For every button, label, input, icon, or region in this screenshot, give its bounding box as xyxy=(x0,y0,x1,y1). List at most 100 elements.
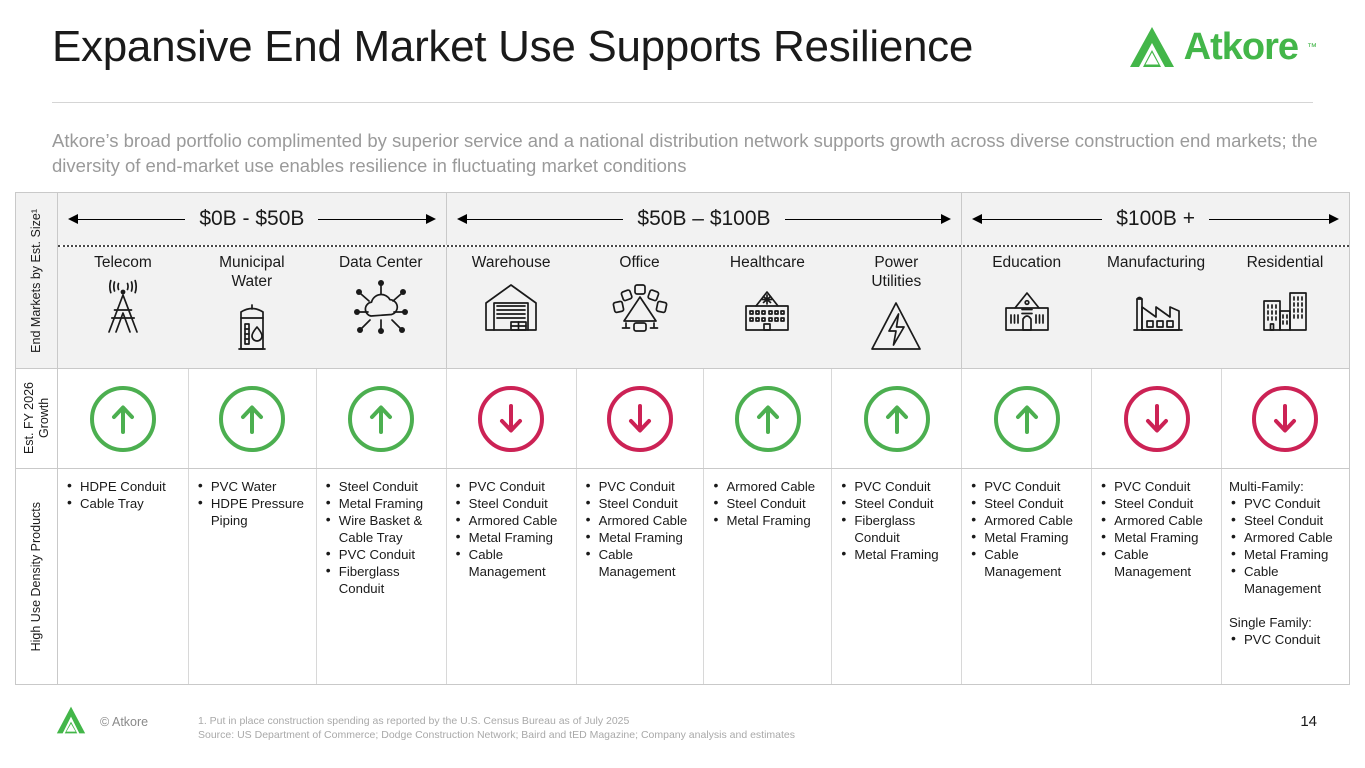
product-item: Armored Cable xyxy=(1229,528,1342,546)
product-group-gap xyxy=(1229,597,1342,614)
product-item: Steel Conduit xyxy=(324,477,439,495)
growth-cell xyxy=(961,369,1091,468)
product-item: Fiberglass Conduit xyxy=(839,511,954,546)
size-band-2: $50B – $100B xyxy=(445,193,962,245)
product-item: Armored Cable xyxy=(711,477,824,495)
products-cell: PVC WaterHDPE Pressure Piping xyxy=(187,469,316,684)
band-arrow-right-icon xyxy=(312,213,437,225)
product-item: PVC Conduit xyxy=(584,477,697,495)
product-list: PVC ConduitSteel ConduitArmored CableMet… xyxy=(969,477,1084,580)
product-item: Wire Basket & Cable Tray xyxy=(324,511,439,546)
product-item: PVC Conduit xyxy=(1099,477,1214,495)
footnote-source: Source: US Department of Commerce; Dodge… xyxy=(198,728,796,741)
product-item: Metal Framing xyxy=(969,528,1084,546)
end-market-name: Power Utilities xyxy=(871,254,922,290)
product-item: Steel Conduit xyxy=(1229,511,1342,529)
products-cell: PVC ConduitSteel ConduitArmored CableMet… xyxy=(961,469,1091,684)
growth-circle-up xyxy=(89,385,156,452)
product-list: PVC Conduit xyxy=(1229,630,1342,648)
growth-circle-up xyxy=(348,385,415,452)
growth-circle-up xyxy=(219,385,286,452)
title-divider xyxy=(52,102,1313,103)
arrow-up-icon xyxy=(111,405,134,434)
products-row: HDPE ConduitCable Tray PVC WaterHDPE Pres… xyxy=(58,469,1349,684)
product-list: Steel ConduitMetal FramingWire Basket & … xyxy=(324,477,439,597)
band-label: $0B - $50B xyxy=(199,207,305,230)
size-band-3: $100B + xyxy=(961,193,1349,245)
arrow-up-icon xyxy=(370,405,393,434)
growth-cell xyxy=(445,369,576,468)
product-item: Cable Tray xyxy=(65,494,181,512)
growth-circle-up xyxy=(993,385,1060,452)
products-cell: PVC ConduitSteel ConduitFiberglass Condu… xyxy=(831,469,961,684)
product-list: HDPE ConduitCable Tray xyxy=(65,477,181,512)
products-cell: Steel ConduitMetal FramingWire Basket & … xyxy=(315,469,446,684)
product-item: Steel Conduit xyxy=(839,494,954,512)
end-market-header-cloud-network: Data Center xyxy=(316,247,446,368)
product-item: Metal Framing xyxy=(584,528,697,546)
factory-icon xyxy=(1125,278,1187,336)
product-item: Steel Conduit xyxy=(1099,494,1214,512)
end-market-name: Residential xyxy=(1246,254,1324,271)
water-tower-icon xyxy=(223,297,281,355)
office-table-icon xyxy=(609,278,671,336)
band-arrow-right-icon xyxy=(779,213,952,225)
product-item: Metal Framing xyxy=(454,528,569,546)
row-label-growth: Est. FY 2026 Growth xyxy=(16,369,58,469)
arrow-up-icon xyxy=(756,405,779,434)
product-item: Metal Framing xyxy=(324,494,439,512)
arrow-up-icon xyxy=(885,405,908,434)
end-market-matrix: End Markets by Est. Size¹ Est. FY 2026 G… xyxy=(15,192,1350,685)
growth-circle-down xyxy=(1252,385,1319,452)
product-item: Steel Conduit xyxy=(711,494,824,512)
product-list: Armored CableSteel ConduitMetal Framing xyxy=(711,477,824,529)
buildings-icon xyxy=(1256,278,1314,336)
product-item: Metal Framing xyxy=(1099,528,1214,546)
growth-indicator-row xyxy=(58,369,1349,469)
product-item: PVC Conduit xyxy=(1229,494,1342,512)
power-bolt-icon xyxy=(867,297,925,355)
band-label: $50B – $100B xyxy=(637,207,771,230)
end-market-header-row: Telecom Municipal Water Data Center xyxy=(58,247,1349,369)
products-cell: PVC ConduitSteel ConduitArmored CableMet… xyxy=(575,469,704,684)
end-market-name: Education xyxy=(992,254,1062,271)
arrow-down-icon xyxy=(629,403,651,432)
growth-circle-down xyxy=(1123,385,1190,452)
end-market-name: Office xyxy=(619,254,660,271)
product-item: PVC Conduit xyxy=(839,477,954,495)
band-arrow-right-icon xyxy=(1203,213,1339,225)
footnotes: 1. Put in place construction spending as… xyxy=(198,715,795,742)
product-group-title: Multi-Family: xyxy=(1229,479,1304,494)
product-item: Cable Management xyxy=(1229,562,1342,597)
growth-circle-up xyxy=(863,385,930,452)
product-item: HDPE Pressure Piping xyxy=(196,494,309,529)
row-label-column: End Markets by Est. Size¹ Est. FY 2026 G… xyxy=(16,193,58,684)
product-group-title: Single Family: xyxy=(1229,615,1312,630)
row-label-products: High Use Density Products xyxy=(16,469,58,684)
page-number: 14 xyxy=(1300,713,1317,730)
row-label-size: End Markets by Est. Size¹ xyxy=(16,193,58,369)
end-market-name: Manufacturing xyxy=(1106,254,1206,271)
product-item: Cable Management xyxy=(584,545,697,580)
products-cell: PVC ConduitSteel ConduitArmored CableMet… xyxy=(1091,469,1221,684)
product-item: PVC Water xyxy=(196,477,309,495)
product-item: Fiberglass Conduit xyxy=(324,562,439,597)
product-list: PVC ConduitSteel ConduitFiberglass Condu… xyxy=(839,477,954,563)
product-list: PVC ConduitSteel ConduitArmored CableMet… xyxy=(454,477,569,580)
product-list: PVC ConduitSteel ConduitArmored CableMet… xyxy=(1099,477,1214,580)
end-market-name: Municipal Water xyxy=(219,254,285,290)
growth-cell xyxy=(1221,369,1349,468)
product-item: HDPE Conduit xyxy=(65,477,181,495)
growth-cell xyxy=(831,369,961,468)
end-market-name: Telecom xyxy=(94,254,152,271)
end-market-name: Data Center xyxy=(338,254,423,271)
product-item: PVC Conduit xyxy=(1229,630,1342,648)
product-list: PVC WaterHDPE Pressure Piping xyxy=(196,477,309,529)
size-band-row: $0B - $50B $50B – $100B $100B + xyxy=(58,193,1349,245)
end-market-header-factory: Manufacturing xyxy=(1091,247,1221,368)
end-market-header-buildings: Residential xyxy=(1221,247,1349,368)
product-item: Metal Framing xyxy=(711,511,824,529)
subtitle: Atkore’s broad portfolio complimented by… xyxy=(52,130,1318,176)
arrow-up-icon xyxy=(1015,405,1038,434)
school-icon xyxy=(997,278,1057,336)
